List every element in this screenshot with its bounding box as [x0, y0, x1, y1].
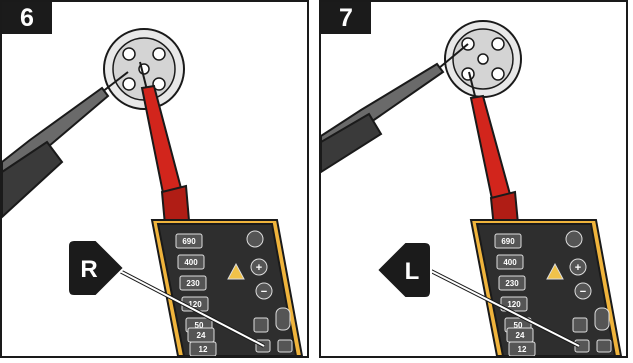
socket-outlet: [444, 20, 522, 98]
black-test-probe: [2, 71, 129, 219]
socket-outlet: [103, 28, 185, 110]
step-7-panel: 7 690 400: [319, 0, 628, 358]
red-test-probe: [468, 71, 521, 240]
voltage-button[interactable]: [498, 275, 526, 291]
voltage-button-label: 50: [195, 321, 204, 330]
voltage-button[interactable]: [179, 275, 207, 291]
voltage-button-label: 24: [197, 331, 206, 340]
voltage-button-label: 230: [505, 279, 519, 288]
voltage-tester: 690 400 230 120 50 24 12 + −: [469, 219, 623, 356]
voltage-button-label: 120: [188, 300, 202, 309]
step-number-badge: 7: [321, 2, 371, 34]
voltage-button-label: 50: [514, 321, 523, 330]
svg-text:−: −: [261, 286, 267, 298]
warning-triangle-icon: [227, 262, 245, 280]
warning-triangle-icon: [546, 262, 564, 280]
continuity-indicator-icon: [253, 317, 269, 333]
svg-text:−: −: [580, 286, 586, 298]
voltage-button[interactable]: [496, 254, 524, 270]
voltage-button[interactable]: [508, 341, 536, 356]
step-7-illustration: 690 400 230 120 50 24 12 + −: [321, 20, 623, 356]
voltage-button[interactable]: [189, 341, 217, 356]
voltage-button[interactable]: [494, 233, 522, 249]
voltage-buttons: 690 400 230 120 50 24 12: [494, 233, 536, 356]
continuity-indicator-icon: [572, 317, 588, 333]
voltage-button[interactable]: [177, 254, 205, 270]
svg-text:+: +: [575, 262, 581, 274]
voltage-button-label: 690: [501, 237, 515, 246]
phase-indicator-icon: [594, 307, 610, 331]
minus-indicator-icon: [574, 282, 592, 300]
step-6-panel: 6 690: [0, 0, 309, 358]
step-number-badge: 6: [2, 2, 52, 34]
voltage-button-label: 12: [518, 345, 527, 354]
rotation-callout: L: [375, 241, 580, 348]
voltage-button-label: 400: [503, 258, 517, 267]
plus-indicator-icon: [250, 258, 268, 276]
voltage-button-label: 12: [199, 345, 208, 354]
right-rotation-indicator: [277, 339, 293, 353]
callout-letter: R: [80, 256, 97, 283]
tester-top-indicator: [565, 230, 583, 248]
voltage-button-label: 690: [182, 237, 196, 246]
callout-letter: L: [405, 258, 420, 285]
minus-indicator-icon: [255, 282, 273, 300]
left-arrow-callout-icon: [375, 241, 432, 299]
svg-text:+: +: [256, 262, 262, 274]
voltage-button-label: 120: [507, 300, 521, 309]
plus-indicator-icon: [569, 258, 587, 276]
black-test-probe: [321, 43, 469, 174]
voltage-tester: 690 400 230 120 50 24 12 + −: [150, 219, 304, 356]
step-6-illustration: 690 400 230 120 50 24 12 + −: [2, 28, 304, 356]
phase-indicator-icon: [275, 307, 291, 331]
right-arrow-callout-icon: [67, 239, 126, 297]
right-rotation-indicator: [596, 339, 612, 353]
voltage-button-label: 230: [186, 279, 200, 288]
voltage-button-label: 24: [516, 331, 525, 340]
tester-top-indicator: [246, 230, 264, 248]
voltage-button[interactable]: [175, 233, 203, 249]
voltage-button-label: 400: [184, 258, 198, 267]
rotation-callout: R: [67, 239, 265, 348]
